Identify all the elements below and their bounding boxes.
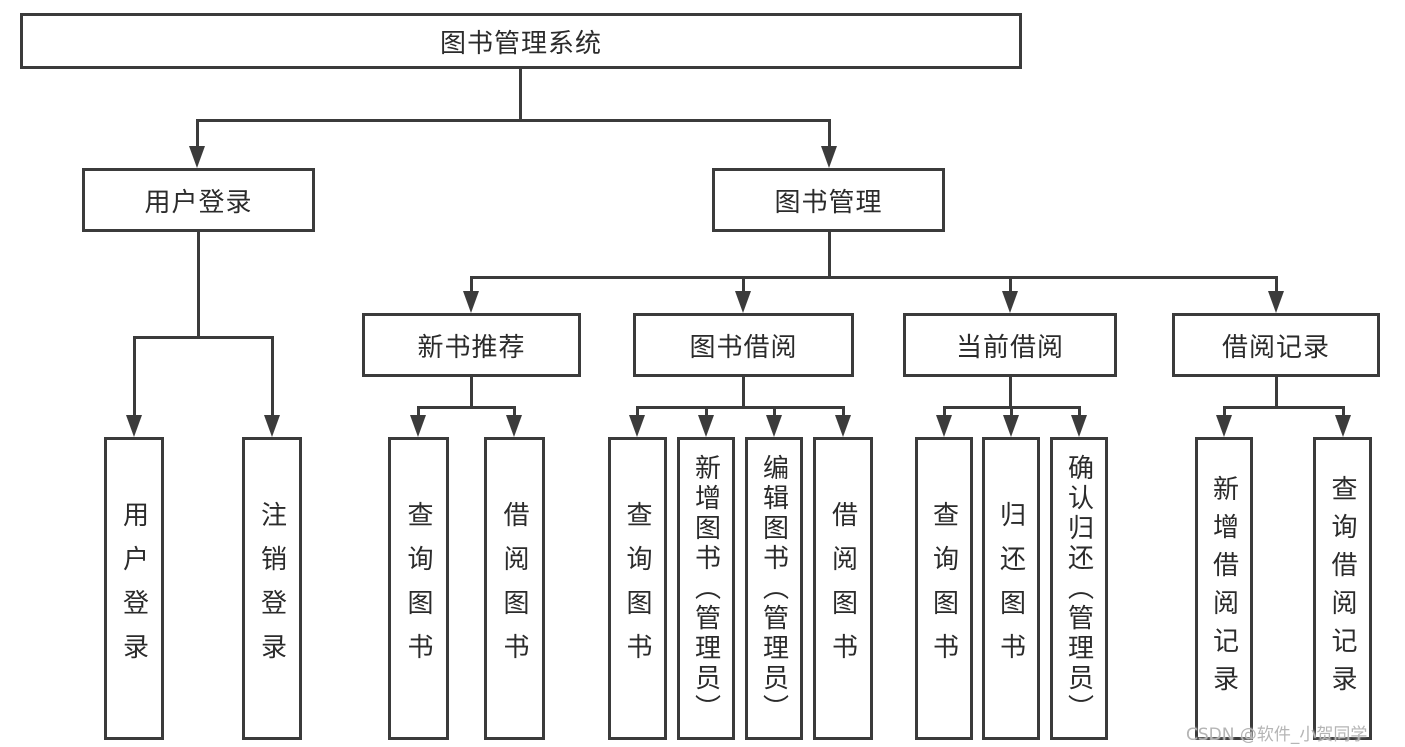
connector-line [1275,377,1278,408]
connector-line [271,336,274,418]
connector-line [196,119,199,149]
connector-line [1009,276,1012,293]
connector-line [742,276,745,293]
connector-line [196,119,831,122]
arrowhead-icon [698,415,714,437]
arrowhead-icon [936,415,952,437]
connector-line [513,406,516,417]
node-label: 图书管理 [774,187,883,218]
arrowhead-icon [1071,415,1087,437]
leaf-query-books-recommend: 查询图书 [388,437,449,740]
node-user-login: 用户登录 [82,168,315,232]
arrowhead-icon [264,415,280,437]
connector-line [1223,406,1226,417]
node-label: 图书借阅 [689,332,798,363]
connector-line [828,119,831,149]
connector-line [417,406,516,409]
connector-line [842,406,845,417]
connector-line [773,406,776,417]
arrowhead-icon [463,291,479,313]
leaf-label: 新增图书（管理员） [690,453,721,724]
csdn-watermark: CSDN @软件_小贺同学 [1186,725,1368,745]
leaf-label: 查询借阅记录 [1327,474,1357,703]
arrowhead-icon [629,415,645,437]
node-label: 图书管理系统 [439,28,602,59]
leaf-label: 查询图书 [928,500,959,677]
leaf-borrow-books: 借阅图书 [813,437,873,740]
connector-line [417,406,420,417]
connector-line [1275,276,1278,293]
arrowhead-icon [506,415,522,437]
connector-line [519,69,522,120]
connector-line [828,232,831,278]
connector-line [943,406,946,417]
leaf-query-books-borrowing: 查询图书 [608,437,667,740]
node-new-book-recommend: 新书推荐 [362,313,581,377]
arrowhead-icon [1003,415,1019,437]
leaf-label: 归还图书 [995,500,1026,677]
arrowhead-icon [1216,415,1232,437]
connector-line [1078,406,1081,417]
connector-line [1342,406,1345,417]
leaf-label: 确认归还（管理员） [1063,453,1094,724]
arrowhead-icon [1335,415,1351,437]
arrowhead-icon [1002,291,1018,313]
leaf-label: 借阅图书 [499,500,529,677]
leaf-query-books-current: 查询图书 [915,437,973,740]
arrowhead-icon [766,415,782,437]
leaf-label: 编辑图书（管理员） [758,453,789,724]
connector-line [197,232,200,338]
connector-line [1223,406,1345,409]
node-label: 借阅记录 [1221,332,1330,363]
arrowhead-icon [835,415,851,437]
node-label: 新书推荐 [417,332,526,363]
arrowhead-icon [735,291,751,313]
connector-line [133,336,136,418]
leaf-edit-books-admin: 编辑图书（管理员） [745,437,803,740]
node-current-borrowing: 当前借阅 [903,313,1117,377]
arrowhead-icon [821,146,837,168]
leaf-return-books: 归还图书 [982,437,1040,740]
connector-line [470,377,473,408]
arrowhead-icon [410,415,426,437]
arrowhead-icon [189,146,205,168]
node-borrowing-records: 借阅记录 [1172,313,1380,377]
connector-line [1010,406,1013,417]
connector-line [705,406,708,417]
node-label: 用户登录 [144,187,253,218]
connector-line [1009,377,1012,408]
node-label: 当前借阅 [955,332,1064,363]
connector-line [636,406,845,409]
leaf-label: 查询图书 [622,500,652,677]
leaf-borrow-books-recommend: 借阅图书 [484,437,545,740]
leaf-label: 借阅图书 [827,500,858,677]
connector-line [636,406,639,417]
node-book-management: 图书管理 [712,168,945,232]
leaf-label: 用户登录 [118,500,149,677]
connector-line [133,336,274,339]
connector-line [470,276,1278,279]
leaf-label: 查询图书 [403,500,433,677]
leaf-query-borrow-record: 查询借阅记录 [1313,437,1372,740]
leaf-user-login: 用户登录 [104,437,164,740]
connector-line [470,276,473,293]
leaf-label: 注销登录 [256,500,287,677]
leaf-add-books-admin: 新增图书（管理员） [677,437,735,740]
node-library-management-system: 图书管理系统 [20,13,1022,69]
leaf-logout: 注销登录 [242,437,302,740]
leaf-confirm-return-admin: 确认归还（管理员） [1050,437,1108,740]
leaf-label: 新增借阅记录 [1208,474,1239,703]
leaf-add-borrow-record: 新增借阅记录 [1195,437,1253,740]
arrowhead-icon [126,415,142,437]
arrowhead-icon [1268,291,1284,313]
connector-line [742,377,745,408]
node-book-borrowing: 图书借阅 [633,313,854,377]
